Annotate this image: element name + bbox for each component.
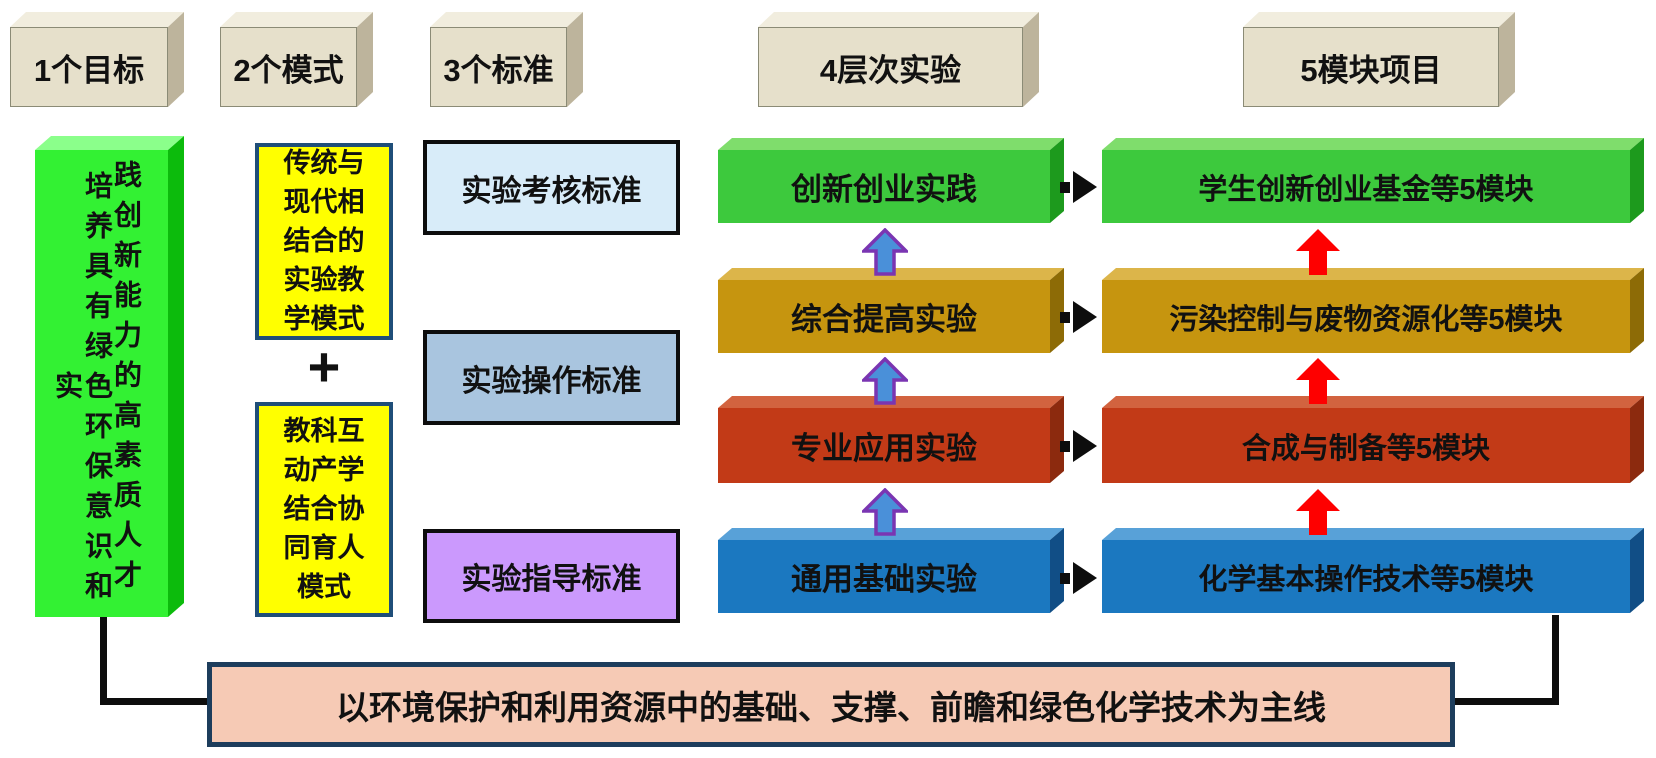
goal-text-column-2: 践创新能力的高素质人才 (111, 160, 142, 600)
box-top-face (1243, 12, 1515, 27)
mode-box-collaborative-education: 教科互 动产学 结合协 同育人 模式 (255, 402, 393, 617)
box-side-face (1050, 138, 1064, 223)
header-label: 3个标准 (430, 27, 567, 107)
header-box-2-modes: 2个模式 (220, 27, 357, 107)
header-label: 2个模式 (220, 27, 357, 107)
header-box-3-standards: 3个标准 (430, 27, 567, 107)
box-top-face (1102, 138, 1644, 150)
standard-box-assessment: 实验考核标准 (423, 140, 680, 235)
flow-arrow-icon (1060, 562, 1097, 594)
header-label: 4层次实验 (758, 27, 1023, 107)
header-box-5-modules: 5模块项目 (1243, 27, 1499, 107)
level-row-professional: 专业应用实验 (718, 408, 1050, 483)
level-label: 创新创业实践 (718, 150, 1050, 223)
module-label: 学生创新创业基金等5模块 (1102, 150, 1630, 223)
level-label: 专业应用实验 (718, 408, 1050, 483)
box-side-face (357, 12, 373, 107)
box-top-face (430, 12, 583, 27)
flow-arrow-icon (1060, 430, 1097, 462)
module-up-arrow-icon (1296, 358, 1340, 404)
box-side-face (1499, 12, 1515, 107)
header-box-4-levels: 4层次实验 (758, 27, 1023, 107)
connector-line-right-horizontal (1455, 698, 1559, 705)
box-top-face (1102, 268, 1644, 280)
header-box-1-goal: 1个目标 (10, 27, 168, 107)
module-up-arrow-icon (1296, 229, 1340, 275)
module-label: 污染控制与废物资源化等5模块 (1102, 280, 1630, 353)
box-side-face (1050, 268, 1064, 353)
box-top-face (10, 12, 184, 27)
level-row-innovation-practice: 创新创业实践 (718, 150, 1050, 223)
header-label: 5模块项目 (1243, 27, 1499, 107)
box-side-face (168, 136, 184, 617)
box-top-face (718, 138, 1064, 150)
level-label: 综合提高实验 (718, 280, 1050, 353)
level-up-arrow-icon (862, 488, 908, 536)
level-up-arrow-icon (862, 357, 908, 405)
box-top-face (220, 12, 373, 27)
level-label: 通用基础实验 (718, 540, 1050, 613)
box-side-face (567, 12, 583, 107)
level-up-arrow-icon (862, 228, 908, 276)
goal-tower-face: 培养具有绿色环保意识和实 践创新能力的高素质人才 (35, 150, 168, 617)
connector-line-left-horizontal (100, 698, 207, 705)
module-label: 合成与制备等5模块 (1102, 408, 1630, 483)
goal-text-column-1: 培养具有绿色环保意识和实 (52, 170, 113, 611)
module-row-chemical-skills: 化学基本操作技术等5模块 (1102, 540, 1630, 613)
box-side-face (1050, 396, 1064, 483)
plus-sign: + (307, 335, 341, 398)
box-top-face (1102, 396, 1644, 408)
mode-box-traditional-modern: 传统与 现代相 结合的 实验教 学模式 (255, 143, 393, 340)
module-up-arrow-icon (1296, 489, 1340, 535)
box-side-face (1630, 396, 1644, 483)
module-row-synthesis: 合成与制备等5模块 (1102, 408, 1630, 483)
box-side-face (168, 12, 184, 107)
standard-box-guidance: 实验指导标准 (423, 529, 680, 623)
connector-line-right-vertical (1552, 615, 1559, 705)
standard-box-operation: 实验操作标准 (423, 330, 680, 425)
flow-arrow-icon (1060, 171, 1097, 203)
module-row-innovation-fund: 学生创新创业基金等5模块 (1102, 150, 1630, 223)
box-side-face (1630, 138, 1644, 223)
box-side-face (1630, 268, 1644, 353)
module-label: 化学基本操作技术等5模块 (1102, 540, 1630, 613)
connector-line-left-vertical (100, 617, 107, 705)
baseline-box: 以环境保护和利用资源中的基础、支撑、前瞻和绿色化学技术为主线 (207, 662, 1455, 747)
box-side-face (1630, 528, 1644, 613)
level-row-basic: 通用基础实验 (718, 540, 1050, 613)
module-row-pollution-control: 污染控制与废物资源化等5模块 (1102, 280, 1630, 353)
goal-tower: 培养具有绿色环保意识和实 践创新能力的高素质人才 (35, 150, 168, 617)
box-top-face (35, 136, 184, 150)
box-top-face (1102, 528, 1644, 540)
level-row-comprehensive: 综合提高实验 (718, 280, 1050, 353)
flow-arrow-icon (1060, 301, 1097, 333)
box-side-face (1050, 528, 1064, 613)
box-top-face (758, 12, 1039, 27)
box-side-face (1023, 12, 1039, 107)
header-label: 1个目标 (10, 27, 168, 107)
